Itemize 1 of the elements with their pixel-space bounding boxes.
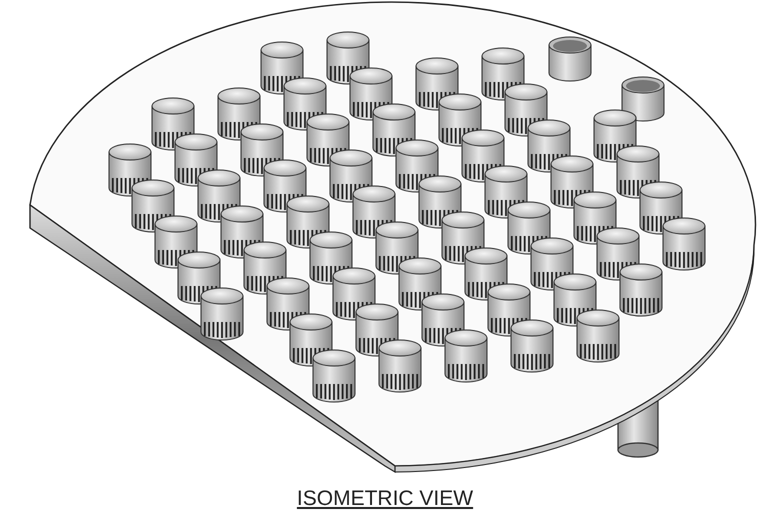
caption: ISOMETRIC VIEW: [296, 487, 474, 510]
